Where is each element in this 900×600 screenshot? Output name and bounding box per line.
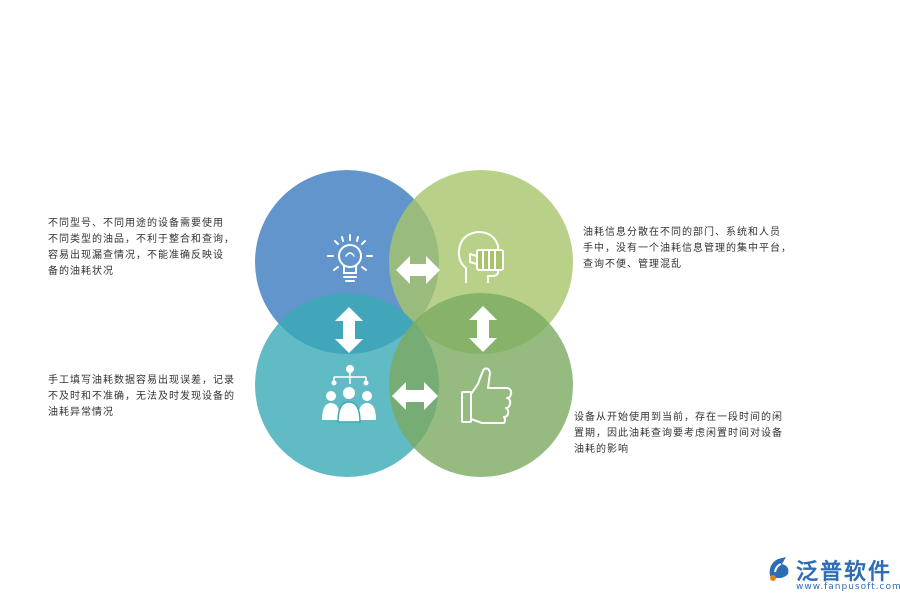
brand-logo: 泛普软件 www.fanpusoft.com [766,552,900,596]
lightbulb-icon [327,234,373,282]
logo-mark-icon [769,557,789,581]
logo-url: www.fanpusoft.com [796,582,900,592]
circle-bottom-right [389,293,573,477]
arrow-vertical-left [335,307,363,353]
issue-text-manual-entry: 手工填写油耗数据容易出现误差，记录 不及时和不准确，无法及时发现设备的 油耗异常… [48,375,235,418]
team-network-icon [322,365,376,423]
arrow-horizontal-bottom [392,382,438,410]
issue-text-idle-period: 设备从开始使用到当前，存在一段时间的闲 置期，因此油耗查询要考虑闲置时间对设备 … [574,412,783,455]
arrow-horizontal-top [396,256,440,284]
thumbs-up-icon [461,367,513,424]
head-hand-icon [457,231,504,283]
circle-bottom-left [255,293,439,477]
arrow-vertical-right [469,306,497,352]
issue-text-oil-types: 不同型号、不同用途的设备需要使用 不同类型的油品，不利于整合和查询， 容易出现漏… [48,218,235,277]
logo-name: 泛普软件 [796,560,893,585]
issue-text-scattered-info: 油耗信息分散在不同的部门、系统和人员 手中，没有一个油耗信息管理的集中平台， 查… [583,227,792,270]
